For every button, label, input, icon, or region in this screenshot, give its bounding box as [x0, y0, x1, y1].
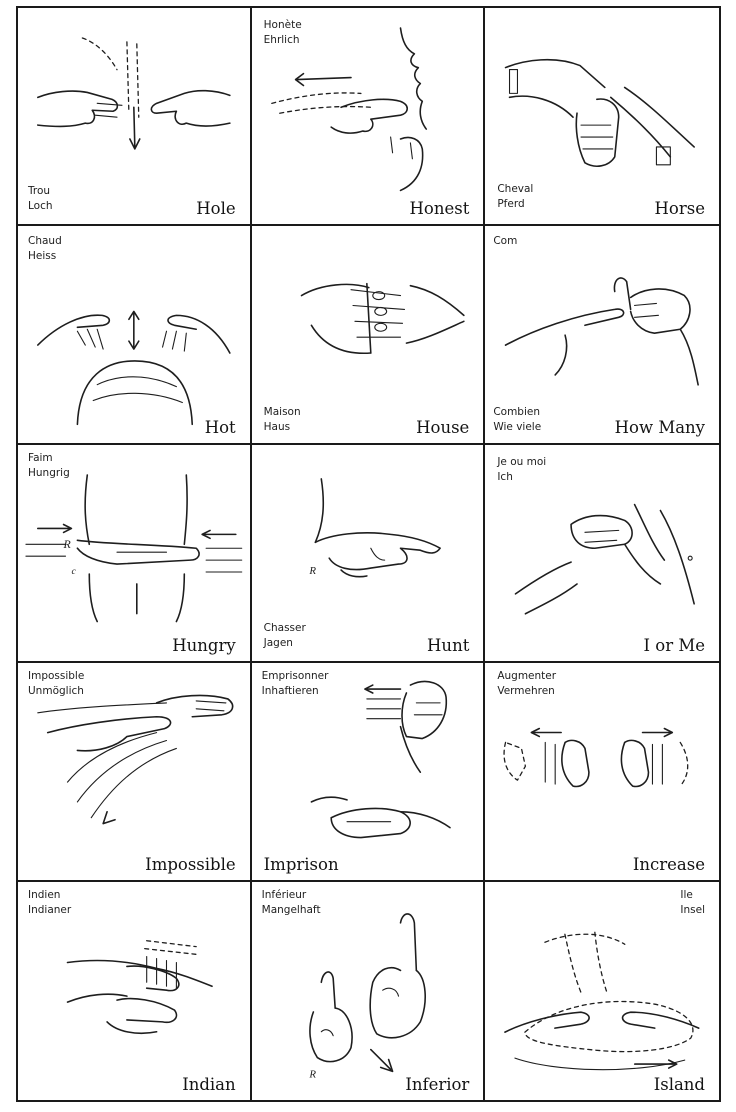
- sign-cell-honest: Honète Ehrlich Honest: [251, 8, 486, 227]
- sign-cell-i-or-me: Je ou moi Ich I or Me: [485, 445, 719, 664]
- english-word: Horse: [654, 199, 705, 219]
- sign-cell-impossible: Impossible Unmöglich Impossible: [18, 663, 252, 882]
- german-translation: Jagen: [263, 637, 293, 650]
- hand-sign-drawing-icon: [18, 226, 250, 442]
- french-translation: Ile: [680, 888, 693, 901]
- translations: Maison Haus: [264, 405, 301, 435]
- hand-sign-drawing-icon: [485, 445, 719, 661]
- english-word: Hungry: [172, 636, 236, 656]
- hand-sign-drawing-icon: R: [252, 882, 484, 1100]
- german-translation: Ich: [497, 470, 513, 483]
- sign-cell-hole: Trou Loch Hole: [18, 8, 252, 227]
- french-translation: Trou: [28, 185, 51, 198]
- translations: Trou Loch: [28, 184, 53, 214]
- sign-chart: Trou Loch Hole Honète Ehrlich Honest: [16, 6, 721, 1102]
- hand-sign-drawing-icon: R c: [18, 445, 250, 661]
- sign-cell-hungry: R c Faim Hungrig Hungry: [18, 444, 252, 664]
- english-word: Increase: [632, 854, 705, 874]
- hand-sign-drawing-icon: [18, 663, 250, 879]
- translations: Ile Insel: [680, 888, 705, 918]
- german-translation: Mangelhaft: [261, 903, 321, 916]
- translations: Emprisonner Inhaftieren: [262, 669, 329, 699]
- sign-cell-indian: Indien Indianer Indian: [18, 881, 252, 1100]
- sign-cell-inferior: R Inférieur Mangelhaft Inferior: [252, 881, 486, 1100]
- german-translation: Ehrlich: [263, 34, 300, 46]
- hand-sign-drawing-icon: [18, 8, 250, 224]
- hand-sign-drawing-icon: R: [252, 445, 484, 661]
- hand-sign-drawing-icon: [252, 8, 484, 224]
- french-translation: Honète: [263, 19, 302, 31]
- german-translation: Vermehren: [497, 685, 555, 698]
- translations: Inférieur Mangelhaft: [262, 888, 321, 918]
- translations: Faim Hungrig: [28, 451, 70, 481]
- sign-cell-increase: Augmenter Vermehren Increase: [485, 663, 719, 882]
- hand-sign-drawing-icon: [485, 882, 719, 1100]
- french-translation: Chasser: [263, 622, 306, 635]
- sign-cell-island: Ile Insel Island: [485, 882, 719, 1100]
- french-translation: Indien: [28, 888, 61, 901]
- german-translation: Inhaftieren: [261, 685, 319, 698]
- german-translation: Heiss: [28, 250, 57, 263]
- hand-sign-drawing-icon: [485, 226, 719, 442]
- english-word: Hole: [196, 199, 236, 219]
- english-word: Imprison: [263, 854, 339, 874]
- english-word: Island: [653, 1074, 705, 1094]
- english-word: House: [416, 417, 470, 437]
- translations: Cheval Pferd: [497, 182, 533, 212]
- french-translation: Com: [493, 235, 518, 248]
- translations: Chaud Heiss: [28, 234, 62, 264]
- german-translation: Loch: [28, 200, 53, 213]
- translations: Impossible Unmöglich: [28, 669, 84, 699]
- german-translation: Indianer: [28, 903, 72, 916]
- hand-marker: R: [63, 537, 72, 551]
- german-translation: Haus: [263, 420, 291, 433]
- german-translation: Unmöglich: [28, 685, 84, 698]
- french-translation: Maison: [263, 405, 301, 418]
- english-word: Inferior: [405, 1074, 470, 1094]
- translations: Combien Wie viele: [493, 405, 541, 435]
- english-word: Impossible: [145, 854, 236, 874]
- french-translation: Je ou moi: [497, 455, 547, 468]
- english-word: How Many: [614, 417, 705, 437]
- french-translation-full: Combien: [493, 405, 541, 418]
- translations: Honète Ehrlich: [264, 18, 302, 48]
- german-translation: Hungrig: [28, 466, 70, 479]
- hand-sign-drawing-icon: [252, 226, 484, 442]
- french-translation: Inférieur: [261, 888, 307, 901]
- translation-top: Com: [493, 234, 517, 249]
- german-translation: Wie viele: [493, 420, 542, 433]
- sign-cell-hot: Chaud Heiss Hot: [18, 226, 252, 445]
- german-translation: Insel: [680, 903, 705, 916]
- hand-sign-drawing-icon: [18, 882, 250, 1100]
- hand-sign-drawing-icon: [485, 8, 719, 224]
- french-translation: Augmenter: [497, 670, 557, 683]
- sign-cell-house: Maison Haus House: [251, 226, 486, 445]
- translations: Chasser Jagen: [264, 621, 306, 651]
- sign-cell-hunt: R Chasser Jagen Hunt: [251, 444, 486, 664]
- hand-marker: R: [308, 1068, 316, 1080]
- sign-cell-how-many: Com Combien Wie viele How Many: [485, 226, 719, 445]
- french-translation: Impossible: [28, 670, 85, 683]
- french-translation: Cheval: [497, 183, 534, 196]
- english-word: I or Me: [643, 636, 706, 656]
- translations: Je ou moi Ich: [497, 455, 546, 485]
- sign-cell-imprison: Emprisonner Inhaftieren Imprison: [251, 663, 486, 882]
- english-word: Hunt: [427, 636, 470, 656]
- english-word: Hot: [204, 417, 236, 437]
- translations: Augmenter Vermehren: [497, 669, 556, 699]
- hand-sign-drawing-icon: [252, 663, 484, 879]
- hand-sign-drawing-icon: [485, 663, 719, 879]
- english-word: Indian: [182, 1074, 236, 1094]
- sign-cell-horse: Cheval Pferd Horse: [485, 8, 719, 227]
- german-translation: Pferd: [497, 198, 525, 211]
- hand-marker: R: [308, 565, 316, 577]
- french-translation: Faim: [28, 451, 53, 464]
- french-translation: Chaud: [28, 235, 62, 248]
- position-marker: c: [71, 566, 76, 577]
- translations: Indien Indianer: [28, 888, 71, 918]
- french-translation: Emprisonner: [261, 670, 329, 683]
- english-word: Honest: [409, 199, 470, 219]
